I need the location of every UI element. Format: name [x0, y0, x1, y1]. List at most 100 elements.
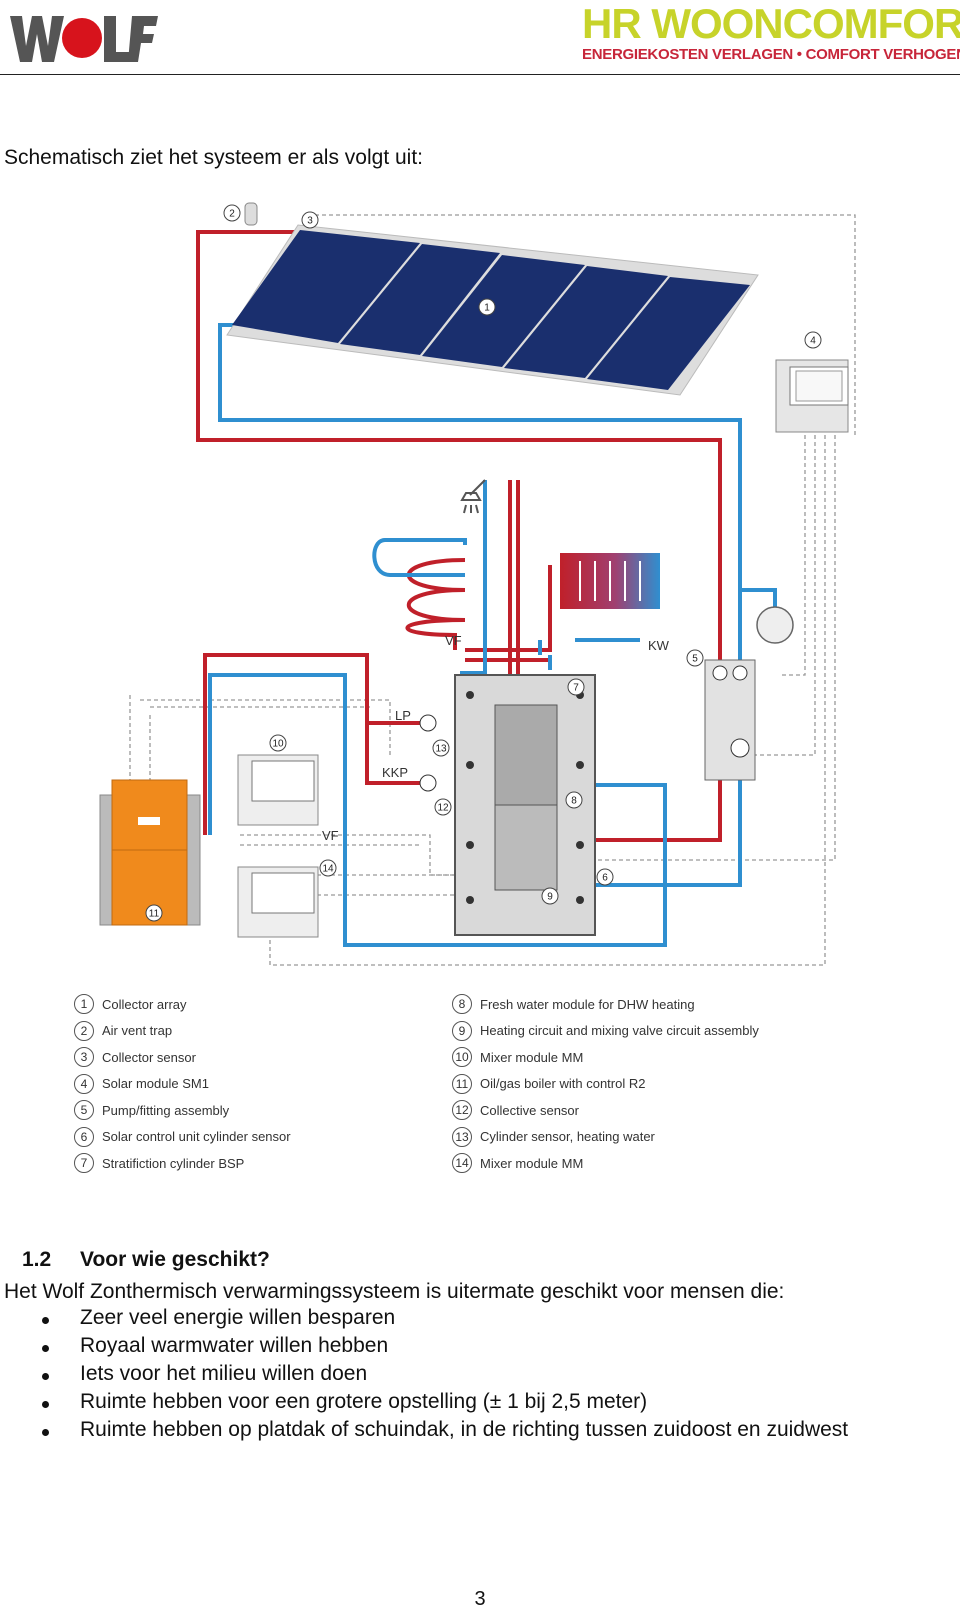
- solar-module-sm1: [775, 359, 849, 433]
- legend-label: Collector sensor: [102, 1049, 196, 1065]
- callout-7: 7: [567, 678, 585, 696]
- pump-fitting-assembly: [704, 659, 756, 781]
- svg-text:10: 10: [272, 739, 284, 750]
- callout-12: 12: [434, 798, 452, 816]
- svg-text:6: 6: [602, 873, 608, 884]
- cold-pipes: [208, 323, 777, 947]
- mixer-module-14: [237, 866, 319, 938]
- legend-number: 2: [74, 1020, 94, 1041]
- expansion-vessel: [756, 606, 794, 644]
- callout-8: 8: [565, 791, 583, 809]
- legend-item: 8 Fresh water module for DHW heating: [452, 994, 695, 1014]
- mixer-module-10: [237, 754, 319, 826]
- svg-text:13: 13: [435, 744, 447, 755]
- svg-text:8: 8: [571, 796, 577, 807]
- svg-text:7: 7: [573, 683, 579, 694]
- legend-number: 14: [452, 1153, 472, 1173]
- header-divider: [0, 74, 960, 75]
- callout-14: 14: [319, 859, 337, 877]
- bullet-icon: [42, 1317, 49, 1324]
- oil-gas-boiler: [99, 779, 201, 926]
- legend-item: 1 Collector array: [74, 994, 187, 1014]
- legend-number: 11: [452, 1073, 472, 1094]
- section-title: Voor wie geschikt?: [80, 1248, 270, 1271]
- legend-item: 6 Solar control unit cylinder sensor: [74, 1126, 291, 1147]
- callout-1: 1: [478, 298, 496, 316]
- callout-4: 4: [804, 331, 822, 349]
- legend-item: 10 Mixer module MM: [452, 1047, 583, 1067]
- legend-item: 3 Collector sensor: [74, 1047, 196, 1067]
- legend-label: Solar module SM1: [102, 1076, 209, 1091]
- kkp-label: KKP: [382, 765, 408, 780]
- legend-item: 7 Stratifiction cylinder BSP: [74, 1153, 244, 1173]
- vf2-label: VF: [322, 828, 339, 843]
- air-vent: [244, 202, 258, 226]
- legend-item: 9 Heating circuit and mixing valve circui…: [452, 1020, 759, 1041]
- hr-logo-title: HR WOONCOMFORT: [582, 0, 960, 47]
- callout-3: 3: [301, 211, 319, 229]
- legend-label: Mixer module MM: [480, 1049, 584, 1065]
- legend-number: 4: [74, 1073, 94, 1094]
- lp-pump-icon: [419, 714, 437, 732]
- callout-10: 10: [269, 734, 287, 752]
- section-lead: Het Wolf Zonthermisch verwarmingssysteem…: [4, 1280, 785, 1303]
- legend-item: 12 Collective sensor: [452, 1100, 579, 1120]
- callout-5: 5: [686, 649, 704, 667]
- legend-label: Heating circuit and mixing valve circuit…: [480, 1023, 759, 1038]
- legend-label: Collector array: [102, 996, 187, 1012]
- legend-number: 6: [74, 1126, 94, 1147]
- hr-logo-tagline: ENERGIEKOSTEN VERLAGEN • COMFORT VERHOGE…: [582, 46, 960, 63]
- legend-label: Pump/fitting assembly: [102, 1102, 230, 1118]
- wolf-logo: [8, 10, 160, 66]
- legend-label: Mixer module MM: [480, 1155, 584, 1171]
- bullet-icon: [42, 1345, 49, 1352]
- legend-number: 3: [74, 1047, 94, 1067]
- svg-text:1: 1: [484, 303, 490, 314]
- legend-number: 5: [74, 1100, 94, 1120]
- legend-label: Fresh water module for DHW heating: [480, 996, 695, 1012]
- svg-text:3: 3: [307, 216, 313, 227]
- svg-text:2: 2: [229, 209, 235, 220]
- legend-item: 14 Mixer module MM: [452, 1153, 583, 1173]
- legend-number: 1: [74, 994, 94, 1014]
- legend-number: 9: [452, 1020, 472, 1041]
- bullet-icon: [42, 1429, 49, 1436]
- section-heading: 1.2 Voor wie geschikt?: [22, 1248, 270, 1272]
- intro-text: Schematisch ziet het systeem er als volg…: [4, 146, 424, 169]
- hr-wooncomfort-logo: HR WOONCOMFORT ENERGIEKOSTEN VERLAGEN • …: [582, 0, 960, 70]
- legend-label: Stratifiction cylinder BSP: [102, 1155, 245, 1171]
- legend-number: 7: [74, 1153, 94, 1173]
- section-number: 1.2: [22, 1248, 52, 1271]
- callout-9: 9: [541, 887, 559, 905]
- legend-label: Air vent trap: [102, 1023, 173, 1038]
- svg-text:12: 12: [437, 803, 449, 814]
- legend-label: Solar control unit cylinder sensor: [102, 1129, 291, 1144]
- legend-label: Collective sensor: [480, 1102, 579, 1118]
- callout-2: 2: [223, 204, 241, 222]
- callout-11: 11: [145, 904, 163, 922]
- legend-label: Cylinder sensor, heating water: [480, 1129, 655, 1144]
- legend-label: Oil/gas boiler with control R2: [480, 1076, 646, 1091]
- legend-item: 2 Air vent trap: [74, 1020, 173, 1041]
- lp-label: LP: [395, 708, 411, 723]
- svg-text:4: 4: [810, 336, 816, 347]
- legend-number: 10: [452, 1047, 472, 1067]
- legend-number: 12: [452, 1100, 472, 1120]
- callout-13: 13: [432, 739, 450, 757]
- bullet-icon: [42, 1373, 49, 1380]
- legend: 1 Collector array 2 Air vent trap 3 Collector…: [74, 994, 759, 1173]
- legend-item: 5 Pump/fitting assembly: [74, 1100, 229, 1120]
- page-number: 3: [474, 1588, 486, 1610]
- legend-number: 8: [452, 994, 472, 1014]
- radiator-fins: [579, 561, 641, 601]
- callout-6: 6: [596, 868, 614, 886]
- kkp-pump-icon: [419, 774, 437, 792]
- legend-item: 4 Solar module SM1: [74, 1073, 209, 1094]
- svg-text:9: 9: [547, 892, 553, 903]
- vf-label: VF: [445, 633, 462, 648]
- svg-text:14: 14: [322, 864, 334, 875]
- shower-head: [460, 479, 486, 514]
